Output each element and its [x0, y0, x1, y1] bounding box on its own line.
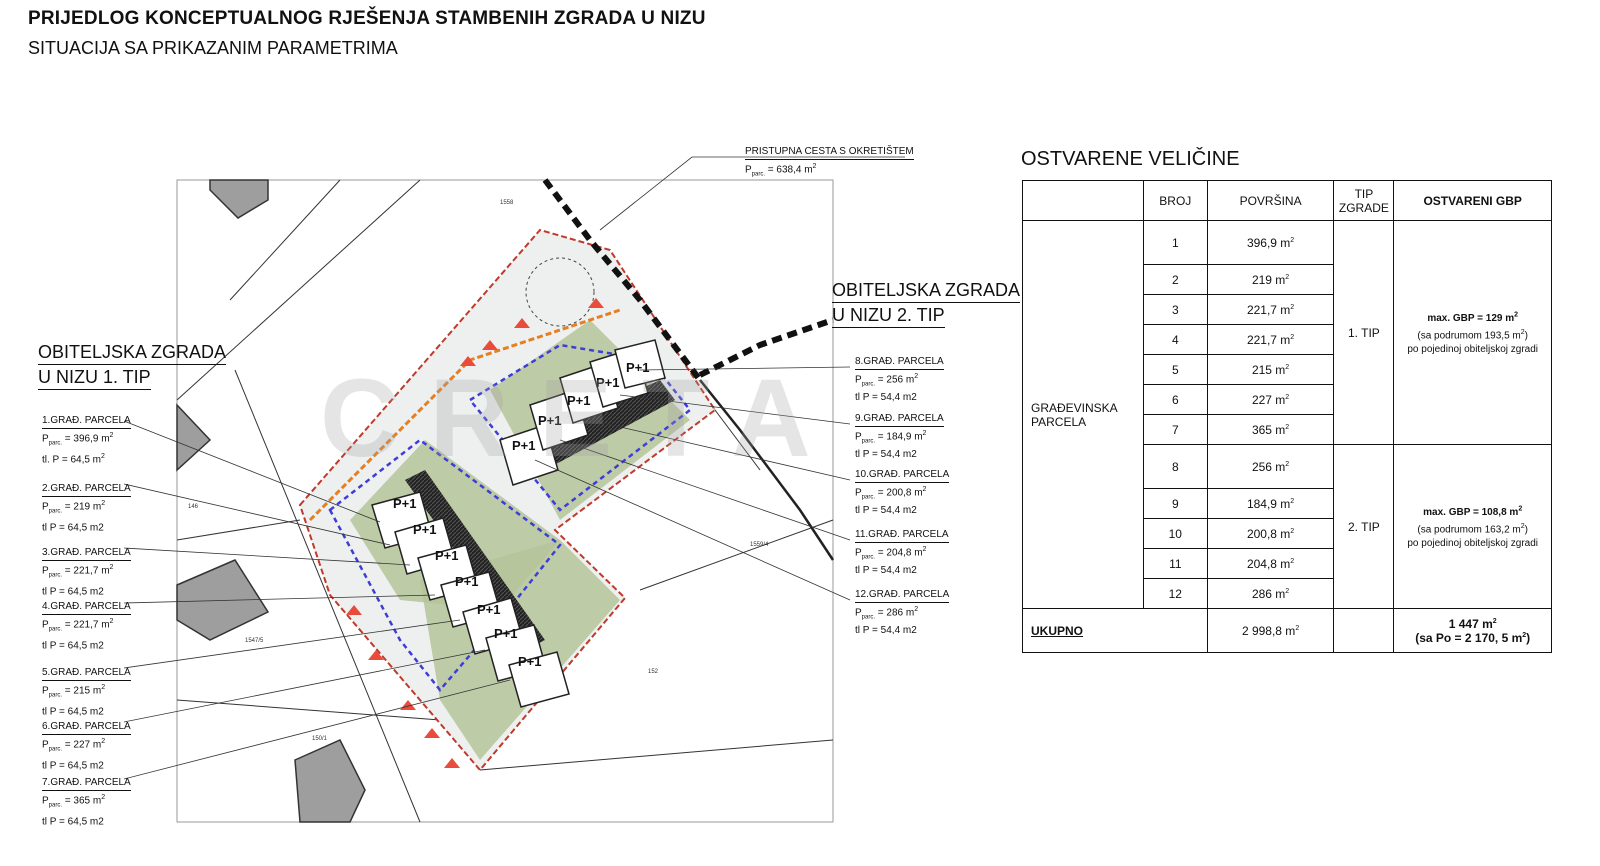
houses-type2 [499, 339, 666, 486]
building-lines [328, 343, 692, 692]
row-number: 4 [1142, 324, 1208, 355]
neighbour-buildings [176, 179, 366, 823]
row-area: 219 m2 [1206, 264, 1335, 295]
row-number: 12 [1142, 578, 1208, 609]
building-label-8: P+1 [512, 438, 536, 453]
building-label-10: P+1 [567, 393, 591, 408]
building-label-6: P+1 [494, 626, 518, 641]
building-label-3: P+1 [435, 548, 459, 563]
row-number: 9 [1142, 488, 1208, 519]
type1-heading: OBITELJSKA ZGRADA U NIZU 1. TIP [38, 340, 227, 390]
gbp-2: max. GBP = 108,8 m2(sa podrumom 163,2 m2… [1393, 444, 1552, 609]
road-label: PRISTUPNA CESTA S OKRETIŠTEM Pparc. = 63… [745, 146, 914, 178]
row-number: 3 [1142, 294, 1208, 325]
row-area: 200,8 m2 [1206, 518, 1335, 549]
leader-lines [123, 156, 905, 780]
row-area: 221,7 m2 [1206, 324, 1335, 355]
site-plan: P+1 P+1 P+1 P+1 P+1 P+1 P+1 P+1 P+1 P+1 … [123, 156, 905, 823]
tip-1: 1. TIP [1333, 220, 1395, 445]
page-title: PRIJEDLOG KONCEPTUALNOG RJEŠENJA STAMBEN… [28, 8, 706, 29]
header-povrsina: POVRŠINA [1206, 180, 1335, 221]
row-number: 1 [1142, 220, 1208, 265]
tip-2: 2. TIP [1333, 444, 1395, 609]
row-area: 396,9 m2 [1206, 220, 1335, 265]
building-label-9: P+1 [538, 413, 562, 428]
row-area: 184,9 m2 [1206, 488, 1335, 519]
plot-number-4: 1547/5 [245, 638, 264, 644]
gbp-1: max. GBP = 129 m2(sa podrumom 193,5 m2)p… [1393, 220, 1552, 445]
row-number: 5 [1142, 354, 1208, 385]
row-area: 221,7 m2 [1206, 294, 1335, 325]
row-number: 6 [1142, 384, 1208, 415]
row-number: 11 [1142, 548, 1208, 579]
row-number: 2 [1142, 264, 1208, 295]
row-area: 286 m2 [1206, 578, 1335, 609]
header-gbp: OSTVARENI GBP [1393, 180, 1552, 221]
plot-number-1: 1558 [500, 200, 514, 206]
type2-heading: OBITELJSKA ZGRADA U NIZU 2. TIP [832, 278, 1021, 328]
building-label-12: P+1 [626, 360, 650, 375]
table-title: OSTVARENE VELIČINE [1021, 148, 1240, 170]
total-label: UKUPNO [1022, 608, 1208, 653]
row-number: 8 [1142, 444, 1208, 489]
plot-number-3: 1559/4 [750, 542, 769, 548]
building-label-5: P+1 [477, 602, 501, 617]
page-subtitle: SITUACIJA SA PRIKAZANIM PARAMETRIMA [28, 38, 398, 58]
row-number: 10 [1142, 518, 1208, 549]
header-broj: BROJ [1142, 180, 1208, 221]
plot-number-5: 150/1 [312, 736, 328, 742]
cadastral-lines [176, 179, 834, 823]
row-area: 204,8 m2 [1206, 548, 1335, 579]
building-label-2: P+1 [413, 522, 437, 537]
row-area: 215 m2 [1206, 354, 1335, 385]
row-area: 256 m2 [1206, 444, 1335, 489]
plot-number-2: 146 [188, 504, 199, 510]
row-number: 7 [1142, 414, 1208, 445]
building-labels: P+1 P+1 P+1 P+1 P+1 P+1 P+1 P+1 P+1 P+1 … [393, 360, 650, 669]
plot-number-6: 152 [648, 669, 659, 675]
building-label-4: P+1 [455, 574, 479, 589]
row-area: 365 m2 [1206, 414, 1335, 445]
plot-numbers: 1558 146 1559/4 1547/5 150/1 152 [188, 200, 769, 742]
building-label-7: P+1 [518, 654, 542, 669]
total-area: 2 998,8 m2 [1206, 608, 1335, 653]
building-label-1: P+1 [393, 496, 417, 511]
houses-type1 [371, 491, 570, 708]
total-gbp: 1 447 m2(sa Po = 2 170, 5 m2) [1393, 608, 1552, 653]
building-label-11: P+1 [596, 375, 620, 390]
row-area: 227 m2 [1206, 384, 1335, 415]
